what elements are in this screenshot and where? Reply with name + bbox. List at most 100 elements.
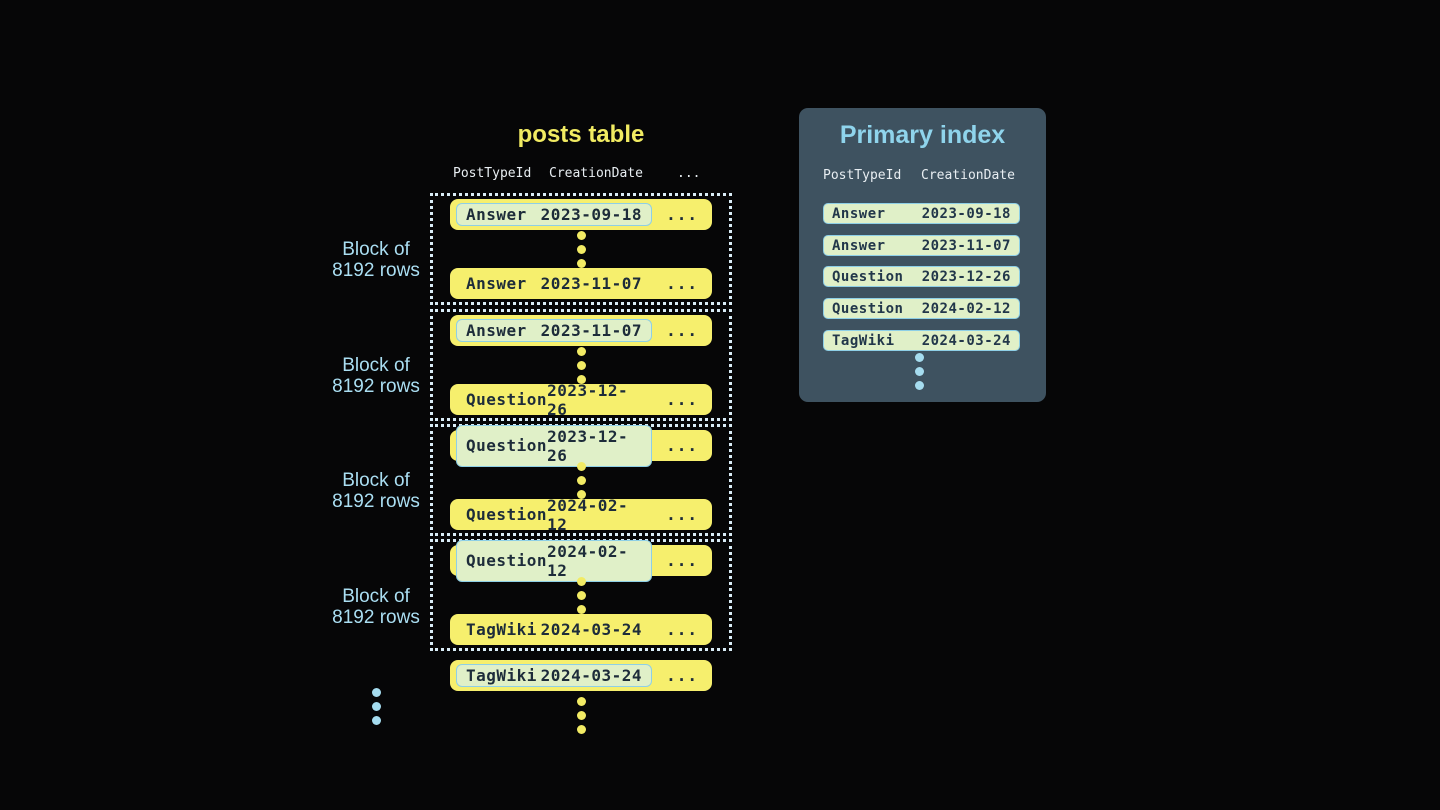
posts-table-column-headers: PostTypeId CreationDate ... [430,166,732,184]
block-label-1: Block of 8192 rows [296,239,456,281]
post-type-value: Answer [466,205,527,224]
more-blocks-dots-icon [372,688,381,725]
table-row-first: Question 2023-12-26 ... [450,424,712,467]
post-type-value: Question [832,300,904,317]
more-rows-dots-icon [577,697,586,734]
table-row-first: Answer 2023-09-18 ... [450,199,712,230]
dot-icon [576,230,586,240]
dot-icon [576,244,586,254]
dot-icon [576,590,586,600]
row-more-columns-ellipsis: ... [666,321,698,340]
creation-date-value: 2023-11-07 [540,274,642,293]
row-more-columns-ellipsis: ... [666,205,698,224]
table-row-last: Question 2023-12-26 ... [450,381,712,419]
table-row-last: Question 2024-02-12 ... [450,496,712,534]
post-type-value: TagWiki [466,620,537,639]
dot-icon [576,374,586,384]
creation-date-value: 2023-09-18 [540,205,642,224]
row-more-columns-ellipsis: ... [666,620,698,639]
indexed-entry-pill: TagWiki 2024-03-24 [456,664,652,687]
dot-icon [576,489,586,499]
table-row-next-block-first: TagWiki 2024-03-24 ... [450,660,712,691]
table-row-first: Question 2024-02-12 ... [450,539,712,582]
column-header-posttypeid: PostTypeId [453,166,532,181]
dot-icon [576,346,586,356]
row-block-3: Question 2023-12-26 ... Question 2024-02… [430,424,732,536]
dot-icon [915,381,924,390]
row-entry: Question 2023-12-26 [456,379,652,421]
creation-date-value: 2023-12-26 [921,268,1011,285]
dot-icon [576,461,586,471]
dot-icon [915,353,924,362]
indexed-entry-pill: Answer 2023-11-07 [456,319,652,342]
row-entry: Question 2024-02-12 [456,494,652,536]
table-row-last: TagWiki 2024-03-24 ... [450,614,712,645]
column-header-posttypeid: PostTypeId [823,168,902,183]
row-more-columns-ellipsis: ... [666,390,698,409]
primary-index-panel: Primary index PostTypeId CreationDate An… [799,108,1046,402]
row-block-2: Answer 2023-11-07 ... Question 2023-12-2… [430,309,732,421]
row-more-columns-ellipsis: ... [666,436,698,455]
primary-index-column-headers: PostTypeId CreationDate [799,168,1046,184]
dot-icon [372,702,381,711]
post-type-value: Question [466,390,548,409]
vertical-ellipsis-dots-icon [576,346,586,384]
row-entry: TagWiki 2024-03-24 [456,618,652,641]
dot-icon [576,258,586,268]
primary-index-title: Primary index [839,121,1006,149]
table-row-first: Answer 2023-11-07 ... [450,315,712,346]
dot-icon [576,360,586,370]
index-row: Question 2024-02-12 [823,298,1020,319]
creation-date-value: 2024-02-12 [921,300,1011,317]
creation-date-value: 2024-03-24 [921,332,1011,349]
index-row: Question 2023-12-26 [823,266,1020,287]
post-type-value: Answer [466,274,527,293]
column-header-creationdate: CreationDate [549,166,643,181]
block-label-line2: 8192 rows [332,491,420,512]
creation-date-value: 2023-12-26 [547,380,629,419]
dot-icon [576,604,586,614]
row-more-columns-ellipsis: ... [666,551,698,570]
post-type-value: Answer [832,237,886,254]
dot-icon [372,716,381,725]
creation-date-value: 2023-12-26 [547,426,629,465]
dot-icon [577,697,586,706]
post-type-value: TagWiki [832,332,895,349]
row-entry: Answer 2023-11-07 [456,272,652,295]
block-label-2: Block of 8192 rows [296,355,456,397]
post-type-value: Question [466,505,548,524]
block-label-line2: 8192 rows [332,607,420,628]
vertical-ellipsis-dots-icon [576,576,586,614]
dot-icon [577,725,586,734]
row-more-columns-ellipsis: ... [666,274,698,293]
vertical-ellipsis-dots-icon [576,461,586,499]
dot-icon [915,367,924,376]
post-type-value: Question [832,268,904,285]
creation-date-value: 2023-11-07 [921,237,1011,254]
block-label-line1: Block of [342,586,410,607]
more-index-entries-dots-icon [915,353,924,390]
posts-table-title: posts table [517,121,645,148]
index-row: Answer 2023-09-18 [823,203,1020,224]
dot-icon [372,688,381,697]
indexed-entry-pill: Question 2023-12-26 [456,424,652,467]
row-block-1: Answer 2023-09-18 ... Answer 2023-11-07 … [430,193,732,305]
block-label-line1: Block of [342,355,410,376]
post-type-value: Answer [466,321,527,340]
column-header-more-columns-ellipsis: ... [677,166,701,181]
block-label-line2: 8192 rows [332,376,420,397]
creation-date-value: 2023-11-07 [540,321,642,340]
creation-date-value: 2024-02-12 [547,495,629,534]
block-label-line1: Block of [342,239,410,260]
creation-date-value: 2023-09-18 [921,205,1011,222]
vertical-ellipsis-dots-icon [576,230,586,268]
table-row-last: Answer 2023-11-07 ... [450,268,712,299]
block-label-line1: Block of [342,470,410,491]
dot-icon [576,475,586,485]
block-label-3: Block of 8192 rows [296,470,456,512]
post-type-value: Question [466,551,548,570]
row-block-4: Question 2024-02-12 ... TagWiki 2024-03-… [430,539,732,651]
block-label-4: Block of 8192 rows [296,586,456,628]
dot-icon [576,576,586,586]
